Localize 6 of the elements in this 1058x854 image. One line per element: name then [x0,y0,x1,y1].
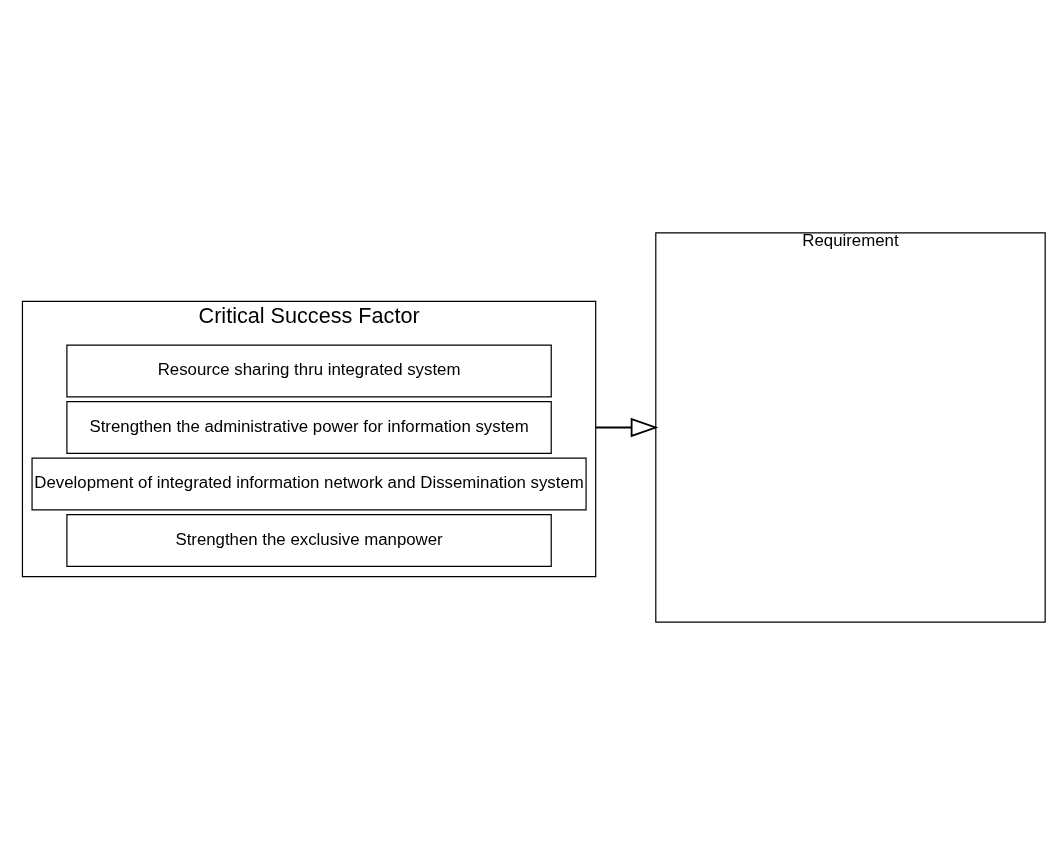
node-box: Resource sharing thru integrated system [66,344,552,397]
node-box: Requirement [655,231,1046,623]
arrow [594,417,659,437]
node-box: Strengthen the exclusive manpower [66,513,552,567]
node-box: Development of integrated information network and Dissemination system [31,457,587,510]
node-box: Strengthen the administrative power for information system [66,400,552,454]
